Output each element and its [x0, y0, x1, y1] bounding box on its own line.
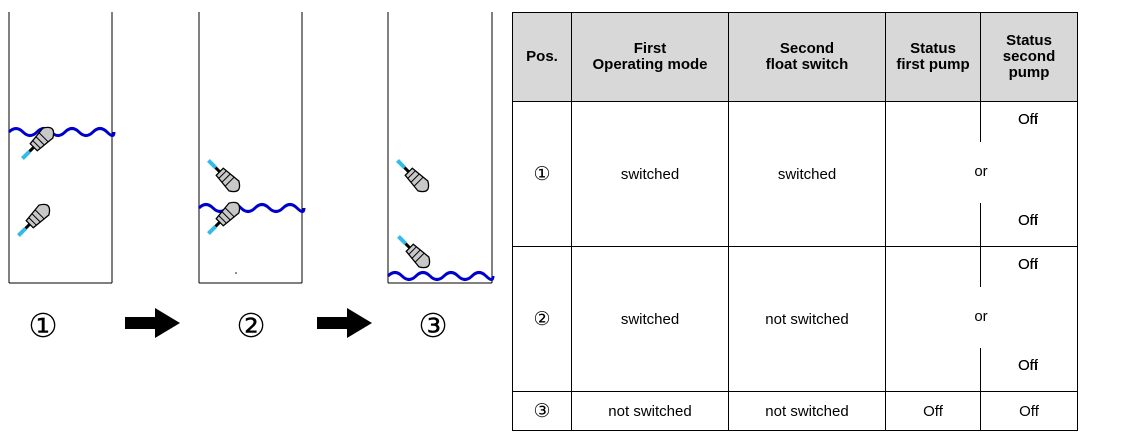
row-pos: ③	[512, 391, 572, 431]
tank-2	[197, 12, 306, 284]
header-pos: Pos.	[512, 12, 572, 102]
float-switch-diagram: ① ② ③	[7, 12, 495, 345]
row-first-pump: Off	[885, 391, 981, 431]
first-pump-option-a: On	[1017, 111, 1038, 128]
lower-float-switch-3	[393, 231, 433, 271]
table-row: ③ not switched not switched Off Off	[512, 391, 1078, 431]
row-pos: ②	[512, 246, 572, 392]
row-mode: switched	[571, 246, 729, 392]
position-label-2: ②	[236, 306, 266, 345]
table-row: ② switched not switched On Off or Off On	[512, 246, 1078, 392]
table-row: ① switched switched On Off or Off On	[512, 101, 1078, 247]
or-label: or	[974, 308, 988, 325]
row-float: switched	[728, 101, 886, 247]
position-label-1: ①	[28, 306, 58, 345]
first-pump-option-b: Off	[1018, 357, 1038, 374]
second-pump-option-a: Off	[1018, 111, 1038, 128]
water-level-3	[386, 271, 495, 281]
upper-float-switch-3	[392, 155, 432, 195]
lower-float-switch-1	[13, 201, 53, 241]
water-level-1	[7, 127, 116, 137]
row-float: not switched	[728, 391, 886, 431]
tank-1	[7, 12, 116, 284]
or-label: or	[974, 163, 988, 180]
row-mode: not switched	[571, 391, 729, 431]
row-pump-status: On Off or Off On	[885, 246, 1078, 392]
tank-3	[386, 12, 495, 284]
water-level-2	[197, 203, 306, 213]
row-pos: ①	[512, 101, 572, 247]
arrow-1-to-2	[125, 308, 180, 338]
row-pump-status: On Off or Off On	[885, 101, 1078, 247]
first-pump-option-a: On	[1017, 256, 1038, 273]
first-pump-option-b: Off	[1018, 212, 1038, 229]
second-pump-option-a: Off	[1018, 256, 1038, 273]
second-pump-option-b: On	[1017, 212, 1038, 229]
row-second-pump: Off	[980, 391, 1078, 431]
arrow-2-to-3	[317, 308, 372, 338]
row-mode: switched	[571, 101, 729, 247]
row-float: not switched	[728, 246, 886, 392]
position-label-3: ③	[418, 306, 448, 345]
upper-float-switch-2	[203, 155, 243, 195]
second-pump-option-b: On	[1017, 357, 1038, 374]
